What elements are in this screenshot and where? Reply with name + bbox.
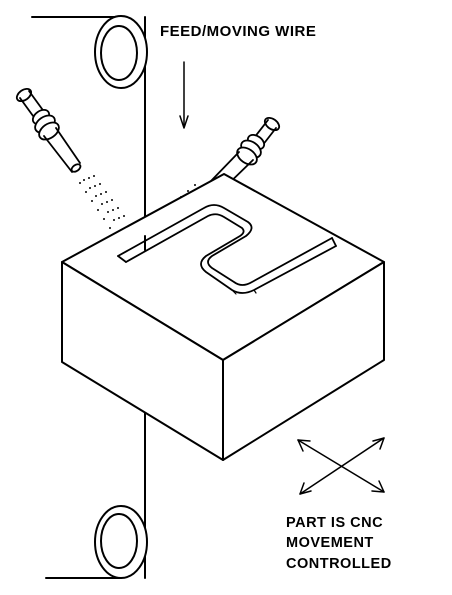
workpiece-block <box>61 173 385 461</box>
left-nozzle <box>15 87 82 173</box>
upper-pulley <box>94 15 148 89</box>
feed-wire-label: FEED/MOVING WIRE <box>160 23 317 40</box>
feed-direction-arrow-icon <box>179 61 189 129</box>
part-movement-label-line3: CONTROLLED <box>286 556 392 572</box>
lower-pulley <box>94 505 148 579</box>
movement-arrows-icon <box>297 437 385 495</box>
part-movement-label-line2: MOVEMENT <box>286 535 374 551</box>
cut-slot <box>117 204 337 295</box>
part-movement-label-line1: PART IS CNC <box>286 515 384 531</box>
left-spray-dots <box>79 175 125 229</box>
